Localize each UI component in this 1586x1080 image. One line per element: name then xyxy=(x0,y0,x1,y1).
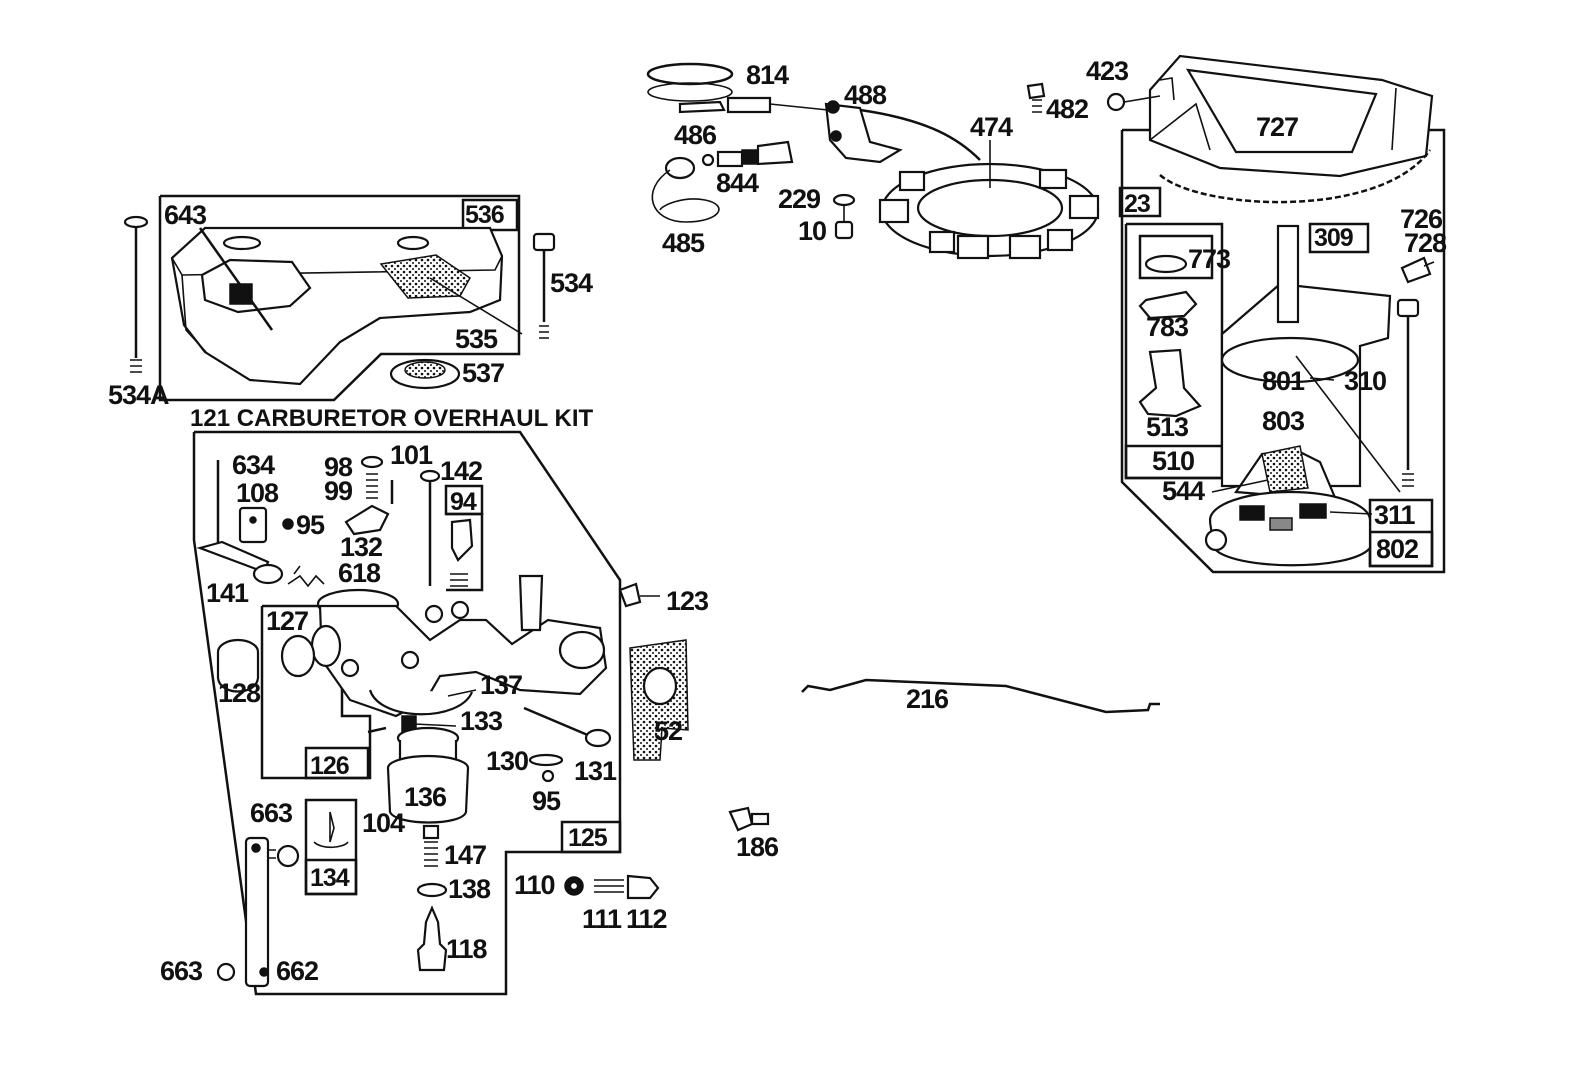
label-844: 844 xyxy=(716,168,759,198)
label-131: 131 xyxy=(574,756,617,786)
label-141: 141 xyxy=(206,578,249,608)
label-814: 814 xyxy=(746,60,789,90)
label-94: 94 xyxy=(450,488,477,516)
label-535: 535 xyxy=(455,324,498,354)
label-134: 134 xyxy=(310,864,350,892)
label-726: 726 xyxy=(1400,204,1443,234)
label-95-lower: 95 xyxy=(532,786,561,816)
blower-housing-727 xyxy=(1148,54,1434,178)
label-147: 147 xyxy=(444,840,486,870)
label-485: 485 xyxy=(662,228,705,258)
label-663-lower: 663 xyxy=(160,956,203,986)
label-618: 618 xyxy=(338,558,381,588)
label-128: 128 xyxy=(218,678,261,708)
starter-group xyxy=(1106,54,1446,574)
label-123: 123 xyxy=(666,586,709,616)
label-111: 111 xyxy=(582,904,622,934)
label-482: 482 xyxy=(1046,94,1088,124)
label-52: 52 xyxy=(654,716,682,746)
label-513: 513 xyxy=(1146,412,1189,442)
carburetor-body xyxy=(310,574,608,718)
label-98: 98 xyxy=(324,452,353,482)
label-118: 118 xyxy=(446,934,488,964)
label-127: 127 xyxy=(266,606,308,636)
label-126: 126 xyxy=(310,752,349,780)
armature-474 xyxy=(878,140,1100,260)
fuel-tank xyxy=(170,226,504,386)
label-488: 488 xyxy=(844,80,887,110)
fuel-tank-group xyxy=(123,194,556,402)
label-95-upper: 95 xyxy=(296,510,325,540)
label-136: 136 xyxy=(404,782,447,812)
label-662: 662 xyxy=(276,956,318,986)
label-137: 137 xyxy=(480,670,522,700)
label-537: 537 xyxy=(462,358,504,388)
carburetor-kit-title: 121 CARBURETOR OVERHAUL KIT xyxy=(190,405,594,432)
label-773: 773 xyxy=(1188,244,1231,274)
label-634: 634 xyxy=(232,450,275,480)
label-10: 10 xyxy=(798,216,826,246)
screw-110-112 xyxy=(564,874,660,900)
end-cap-802 xyxy=(1204,490,1372,567)
label-486: 486 xyxy=(674,120,717,150)
label-510: 510 xyxy=(1152,446,1194,476)
label-783: 783 xyxy=(1146,312,1189,342)
label-132: 132 xyxy=(340,532,382,562)
carburetor-group xyxy=(192,430,689,996)
screw-186 xyxy=(728,806,770,832)
bolt-534 xyxy=(532,232,556,339)
label-474: 474 xyxy=(970,112,1013,142)
label-229: 229 xyxy=(778,184,821,214)
label-99: 99 xyxy=(324,476,353,506)
label-309: 309 xyxy=(1314,224,1353,252)
label-142: 142 xyxy=(440,456,482,486)
label-23: 23 xyxy=(1124,190,1150,218)
label-186: 186 xyxy=(736,832,779,862)
ignition-group xyxy=(646,62,1100,260)
label-536: 536 xyxy=(465,201,504,229)
label-112: 112 xyxy=(626,904,667,934)
label-138: 138 xyxy=(448,874,491,904)
label-133: 133 xyxy=(460,706,503,736)
leader-lines xyxy=(293,261,1435,727)
label-544: 544 xyxy=(1162,476,1205,506)
label-311: 311 xyxy=(1374,500,1416,530)
label-802: 802 xyxy=(1376,534,1418,564)
label-803: 803 xyxy=(1262,406,1305,436)
label-728: 728 xyxy=(1404,228,1447,258)
label-643: 643 xyxy=(164,200,207,230)
label-101: 101 xyxy=(390,440,433,470)
fuel-cap-537 xyxy=(389,358,461,390)
label-216: 216 xyxy=(906,684,949,714)
label-110: 110 xyxy=(514,870,555,900)
part-labels: 121 CARBURETOR OVERHAUL KIT 643 536 534 … xyxy=(108,56,1448,986)
bolt-534a xyxy=(123,215,149,373)
label-534a: 534A xyxy=(108,380,169,410)
label-801: 801 xyxy=(1262,366,1305,396)
label-534: 534 xyxy=(550,268,593,298)
label-104: 104 xyxy=(362,808,405,838)
label-663-upper: 663 xyxy=(250,798,293,828)
label-423: 423 xyxy=(1086,56,1129,86)
label-130: 130 xyxy=(486,746,528,776)
linkage-216 xyxy=(801,678,1160,714)
label-727: 727 xyxy=(1256,112,1298,142)
starter-motor xyxy=(1220,224,1392,502)
label-310: 310 xyxy=(1344,366,1386,396)
label-125: 125 xyxy=(568,824,608,852)
label-108: 108 xyxy=(236,478,279,508)
